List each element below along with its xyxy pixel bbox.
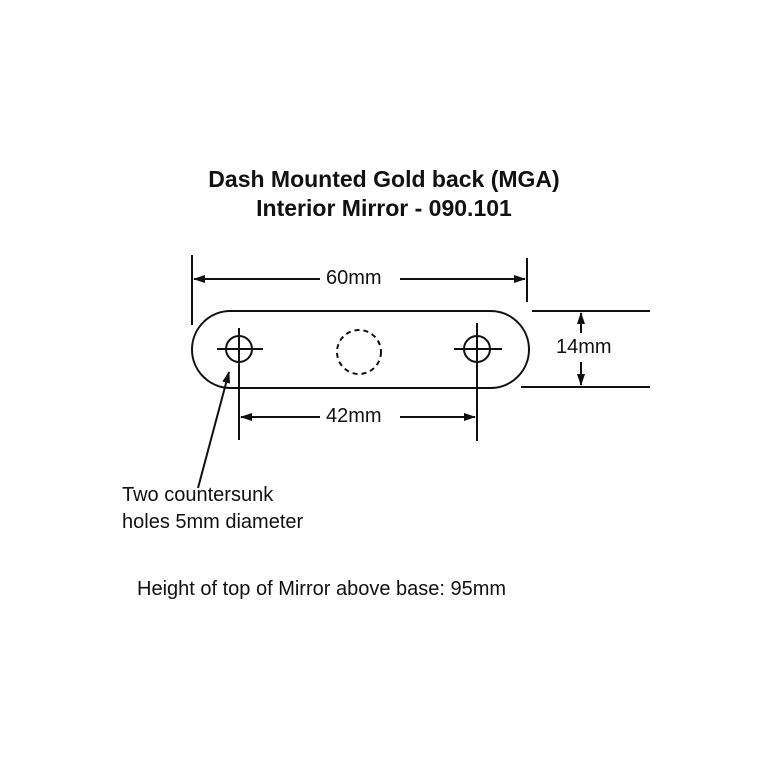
- dimension-60mm: 60mm: [322, 267, 386, 289]
- callout-arrow: [197, 371, 231, 489]
- center-hole-dashed: [336, 329, 382, 375]
- title-line-2: Interior Mirror - 090.101: [256, 195, 512, 221]
- callout-line-2: holes 5mm diameter: [122, 511, 304, 533]
- plate-outline: [191, 310, 530, 389]
- footer-note: Height of top of Mirror above base: 95mm: [137, 578, 507, 600]
- title-line-1: Dash Mounted Gold back (MGA): [208, 166, 560, 192]
- callout-line-1: Two countersunk: [122, 484, 274, 506]
- dimension-14mm: 14mm: [552, 336, 616, 358]
- dimension-42mm: 42mm: [322, 405, 386, 427]
